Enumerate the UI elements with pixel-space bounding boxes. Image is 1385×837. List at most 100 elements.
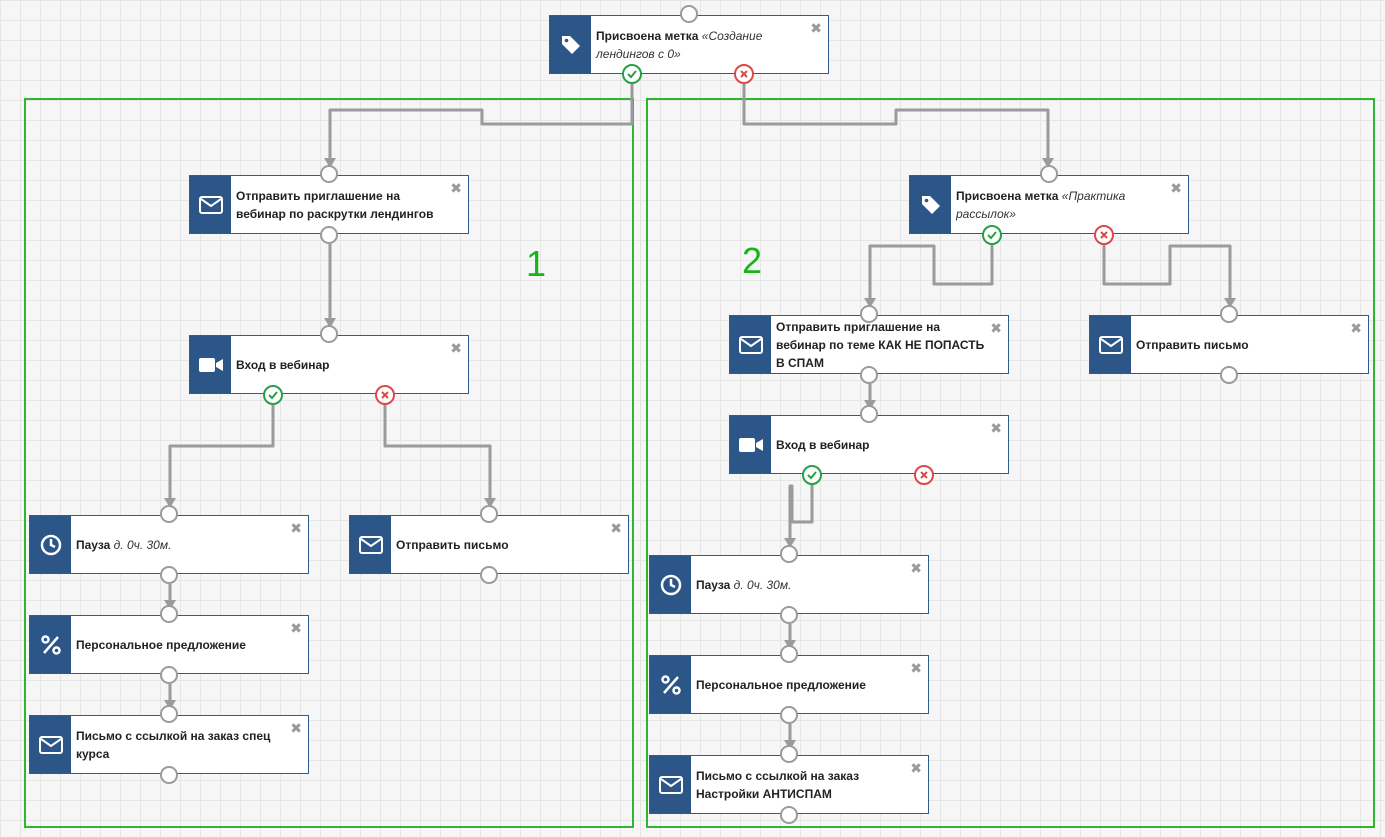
input-port[interactable] xyxy=(860,405,878,423)
close-icon[interactable]: ✖ xyxy=(910,760,922,776)
node-label: Присвоена метка «Практика рассылок» xyxy=(956,188,1126,221)
close-icon[interactable]: ✖ xyxy=(910,560,922,576)
input-port[interactable] xyxy=(160,505,178,523)
output-port[interactable] xyxy=(480,566,498,584)
envelope-icon xyxy=(730,316,771,373)
node-pause-left[interactable]: Пауза д. 0ч. 30м. ✖ xyxy=(29,515,309,574)
close-icon[interactable]: ✖ xyxy=(810,20,822,36)
wire-r-tag-yes xyxy=(868,244,994,300)
cross-icon xyxy=(920,471,928,479)
yes-port[interactable] xyxy=(263,385,283,405)
node-label: Письмо с ссылкой на заказ Настройки АНТИ… xyxy=(696,768,860,801)
node-tag-assigned-landings[interactable]: Присвоена метка «Создание лендингов с 0»… xyxy=(549,15,829,74)
no-port[interactable] xyxy=(914,465,934,485)
group-label-1: 1 xyxy=(526,243,547,284)
check-icon xyxy=(268,391,278,400)
node-label: Отправить приглашение на вебинар по теме… xyxy=(776,319,985,370)
input-port[interactable] xyxy=(160,605,178,623)
envelope-icon xyxy=(650,756,691,813)
node-label: Присвоена метка «Создание лендингов с 0» xyxy=(596,28,763,61)
node-pause-right[interactable]: Пауза д. 0ч. 30м. ✖ xyxy=(649,555,929,614)
wire-l-webinar-no xyxy=(383,404,492,500)
percent-icon xyxy=(30,616,71,673)
tag-icon xyxy=(550,16,591,73)
input-port[interactable] xyxy=(320,165,338,183)
video-camera-icon xyxy=(190,336,231,393)
input-port[interactable] xyxy=(320,325,338,343)
check-icon xyxy=(807,471,817,480)
input-port[interactable] xyxy=(780,645,798,663)
clock-icon xyxy=(30,516,71,573)
input-port[interactable] xyxy=(780,545,798,563)
yes-port[interactable] xyxy=(622,64,642,84)
arrow-r-invite xyxy=(864,298,876,308)
close-icon[interactable]: ✖ xyxy=(290,720,302,736)
close-icon[interactable]: ✖ xyxy=(290,620,302,636)
arrow-l-invite xyxy=(324,158,336,168)
close-icon[interactable]: ✖ xyxy=(1170,180,1182,196)
output-port[interactable] xyxy=(780,706,798,724)
output-port[interactable] xyxy=(780,806,798,824)
group-branch-1 xyxy=(24,98,634,828)
envelope-icon xyxy=(1090,316,1131,373)
tag-icon xyxy=(910,176,951,233)
node-letter-special-course[interactable]: Письмо с ссылкой на заказ спец курса ✖ xyxy=(29,715,309,774)
close-icon[interactable]: ✖ xyxy=(1350,320,1362,336)
node-send-invite-landings[interactable]: Отправить приглашение на вебинар по раск… xyxy=(189,175,469,234)
close-icon[interactable]: ✖ xyxy=(910,660,922,676)
node-webinar-entry-left[interactable]: Вход в вебинар ✖ xyxy=(189,335,469,394)
input-port[interactable] xyxy=(1040,165,1058,183)
close-icon[interactable]: ✖ xyxy=(450,340,462,356)
node-send-mail-right[interactable]: Отправить письмо ✖ xyxy=(1089,315,1369,374)
output-port[interactable] xyxy=(160,566,178,584)
no-port[interactable] xyxy=(1094,225,1114,245)
node-label: Вход в вебинар xyxy=(236,357,330,372)
video-camera-icon xyxy=(730,416,771,473)
close-icon[interactable]: ✖ xyxy=(450,180,462,196)
input-port[interactable] xyxy=(680,5,698,23)
close-icon[interactable]: ✖ xyxy=(990,320,1002,336)
output-port[interactable] xyxy=(160,766,178,784)
close-icon[interactable]: ✖ xyxy=(290,520,302,536)
wire-r-tag-no xyxy=(1102,244,1232,300)
wire-top-no xyxy=(742,84,1050,160)
node-send-invite-spam[interactable]: Отправить приглашение на вебинар по теме… xyxy=(729,315,1009,374)
node-webinar-entry-right[interactable]: Вход в вебинар ✖ xyxy=(729,415,1009,474)
input-port[interactable] xyxy=(1220,305,1238,323)
input-port[interactable] xyxy=(860,305,878,323)
percent-icon xyxy=(650,656,691,713)
no-port[interactable] xyxy=(734,64,754,84)
arrow-r-mail xyxy=(1224,298,1236,308)
envelope-icon xyxy=(190,176,231,233)
cross-icon xyxy=(1100,231,1108,239)
node-tag-assigned-mailings[interactable]: Присвоена метка «Практика рассылок» ✖ xyxy=(909,175,1189,234)
envelope-icon xyxy=(350,516,391,573)
output-port[interactable] xyxy=(860,366,878,384)
check-icon xyxy=(987,231,997,240)
envelope-icon xyxy=(30,716,71,773)
node-label: Отправить письмо xyxy=(1136,337,1249,352)
node-label: Отправить приглашение на вебинар по раск… xyxy=(236,188,434,221)
input-port[interactable] xyxy=(780,745,798,763)
output-port[interactable] xyxy=(1220,366,1238,384)
output-port[interactable] xyxy=(160,666,178,684)
node-label: Персональное предложение xyxy=(76,637,246,652)
node-label: Вход в вебинар xyxy=(776,437,870,452)
input-port[interactable] xyxy=(480,505,498,523)
node-label: Персональное предложение xyxy=(696,677,866,692)
wire-r-webinar-yes xyxy=(788,484,814,540)
node-personal-offer-right[interactable]: Персональное предложение ✖ xyxy=(649,655,929,714)
output-port[interactable] xyxy=(320,226,338,244)
wire-top-yes xyxy=(328,84,634,160)
close-icon[interactable]: ✖ xyxy=(610,520,622,536)
input-port[interactable] xyxy=(160,705,178,723)
no-port[interactable] xyxy=(375,385,395,405)
node-personal-offer-left[interactable]: Персональное предложение ✖ xyxy=(29,615,309,674)
yes-port[interactable] xyxy=(802,465,822,485)
output-port[interactable] xyxy=(780,606,798,624)
close-icon[interactable]: ✖ xyxy=(990,420,1002,436)
arrow-l-mail xyxy=(484,498,496,508)
node-letter-antispam[interactable]: Письмо с ссылкой на заказ Настройки АНТИ… xyxy=(649,755,929,814)
yes-port[interactable] xyxy=(982,225,1002,245)
